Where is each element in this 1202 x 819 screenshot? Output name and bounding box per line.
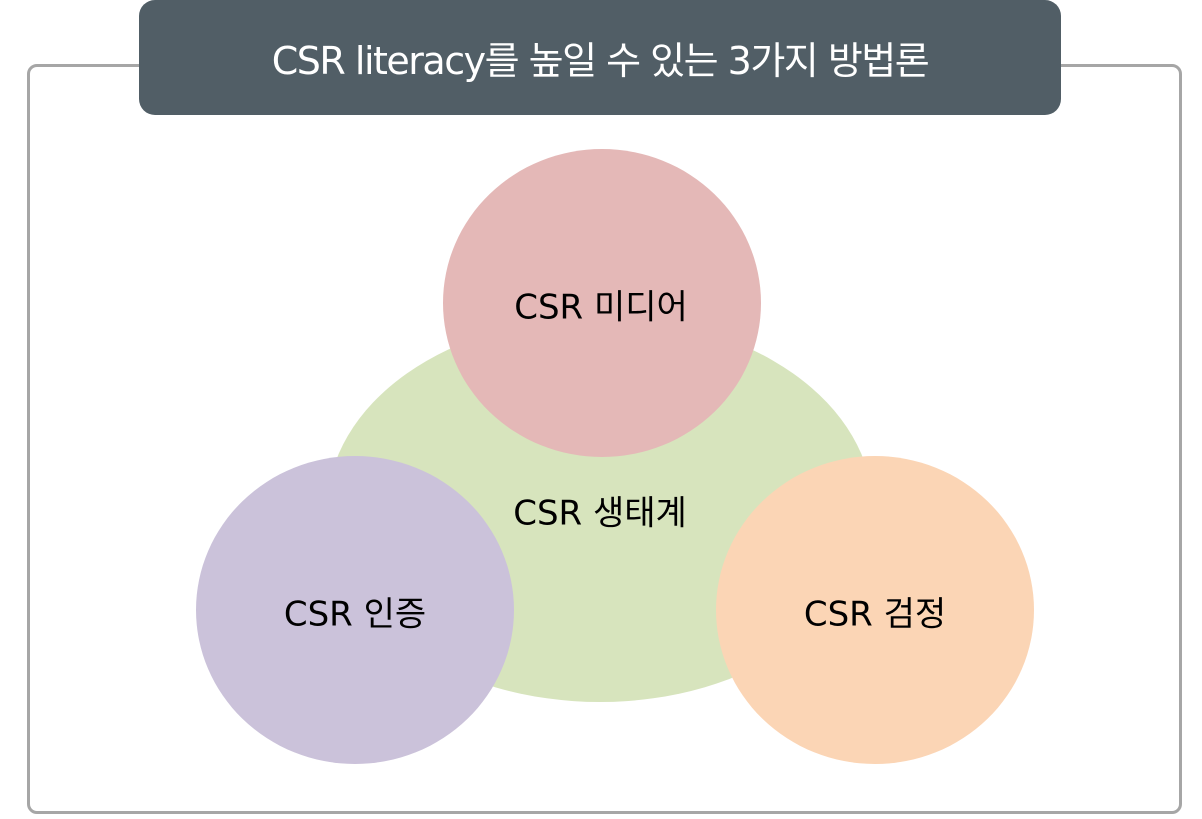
diagram-title: CSR literacy를 높일 수 있는 3가지 방법론 <box>139 0 1061 115</box>
media-label: CSR 미디어 <box>514 287 688 328</box>
media-circle <box>443 149 761 457</box>
certification-circle <box>196 456 514 764</box>
test-circle <box>716 456 1034 764</box>
ecosystem-label: CSR 생태계 <box>513 493 687 534</box>
certification-label: CSR 인증 <box>283 594 427 635</box>
test-label: CSR 검정 <box>803 594 947 635</box>
